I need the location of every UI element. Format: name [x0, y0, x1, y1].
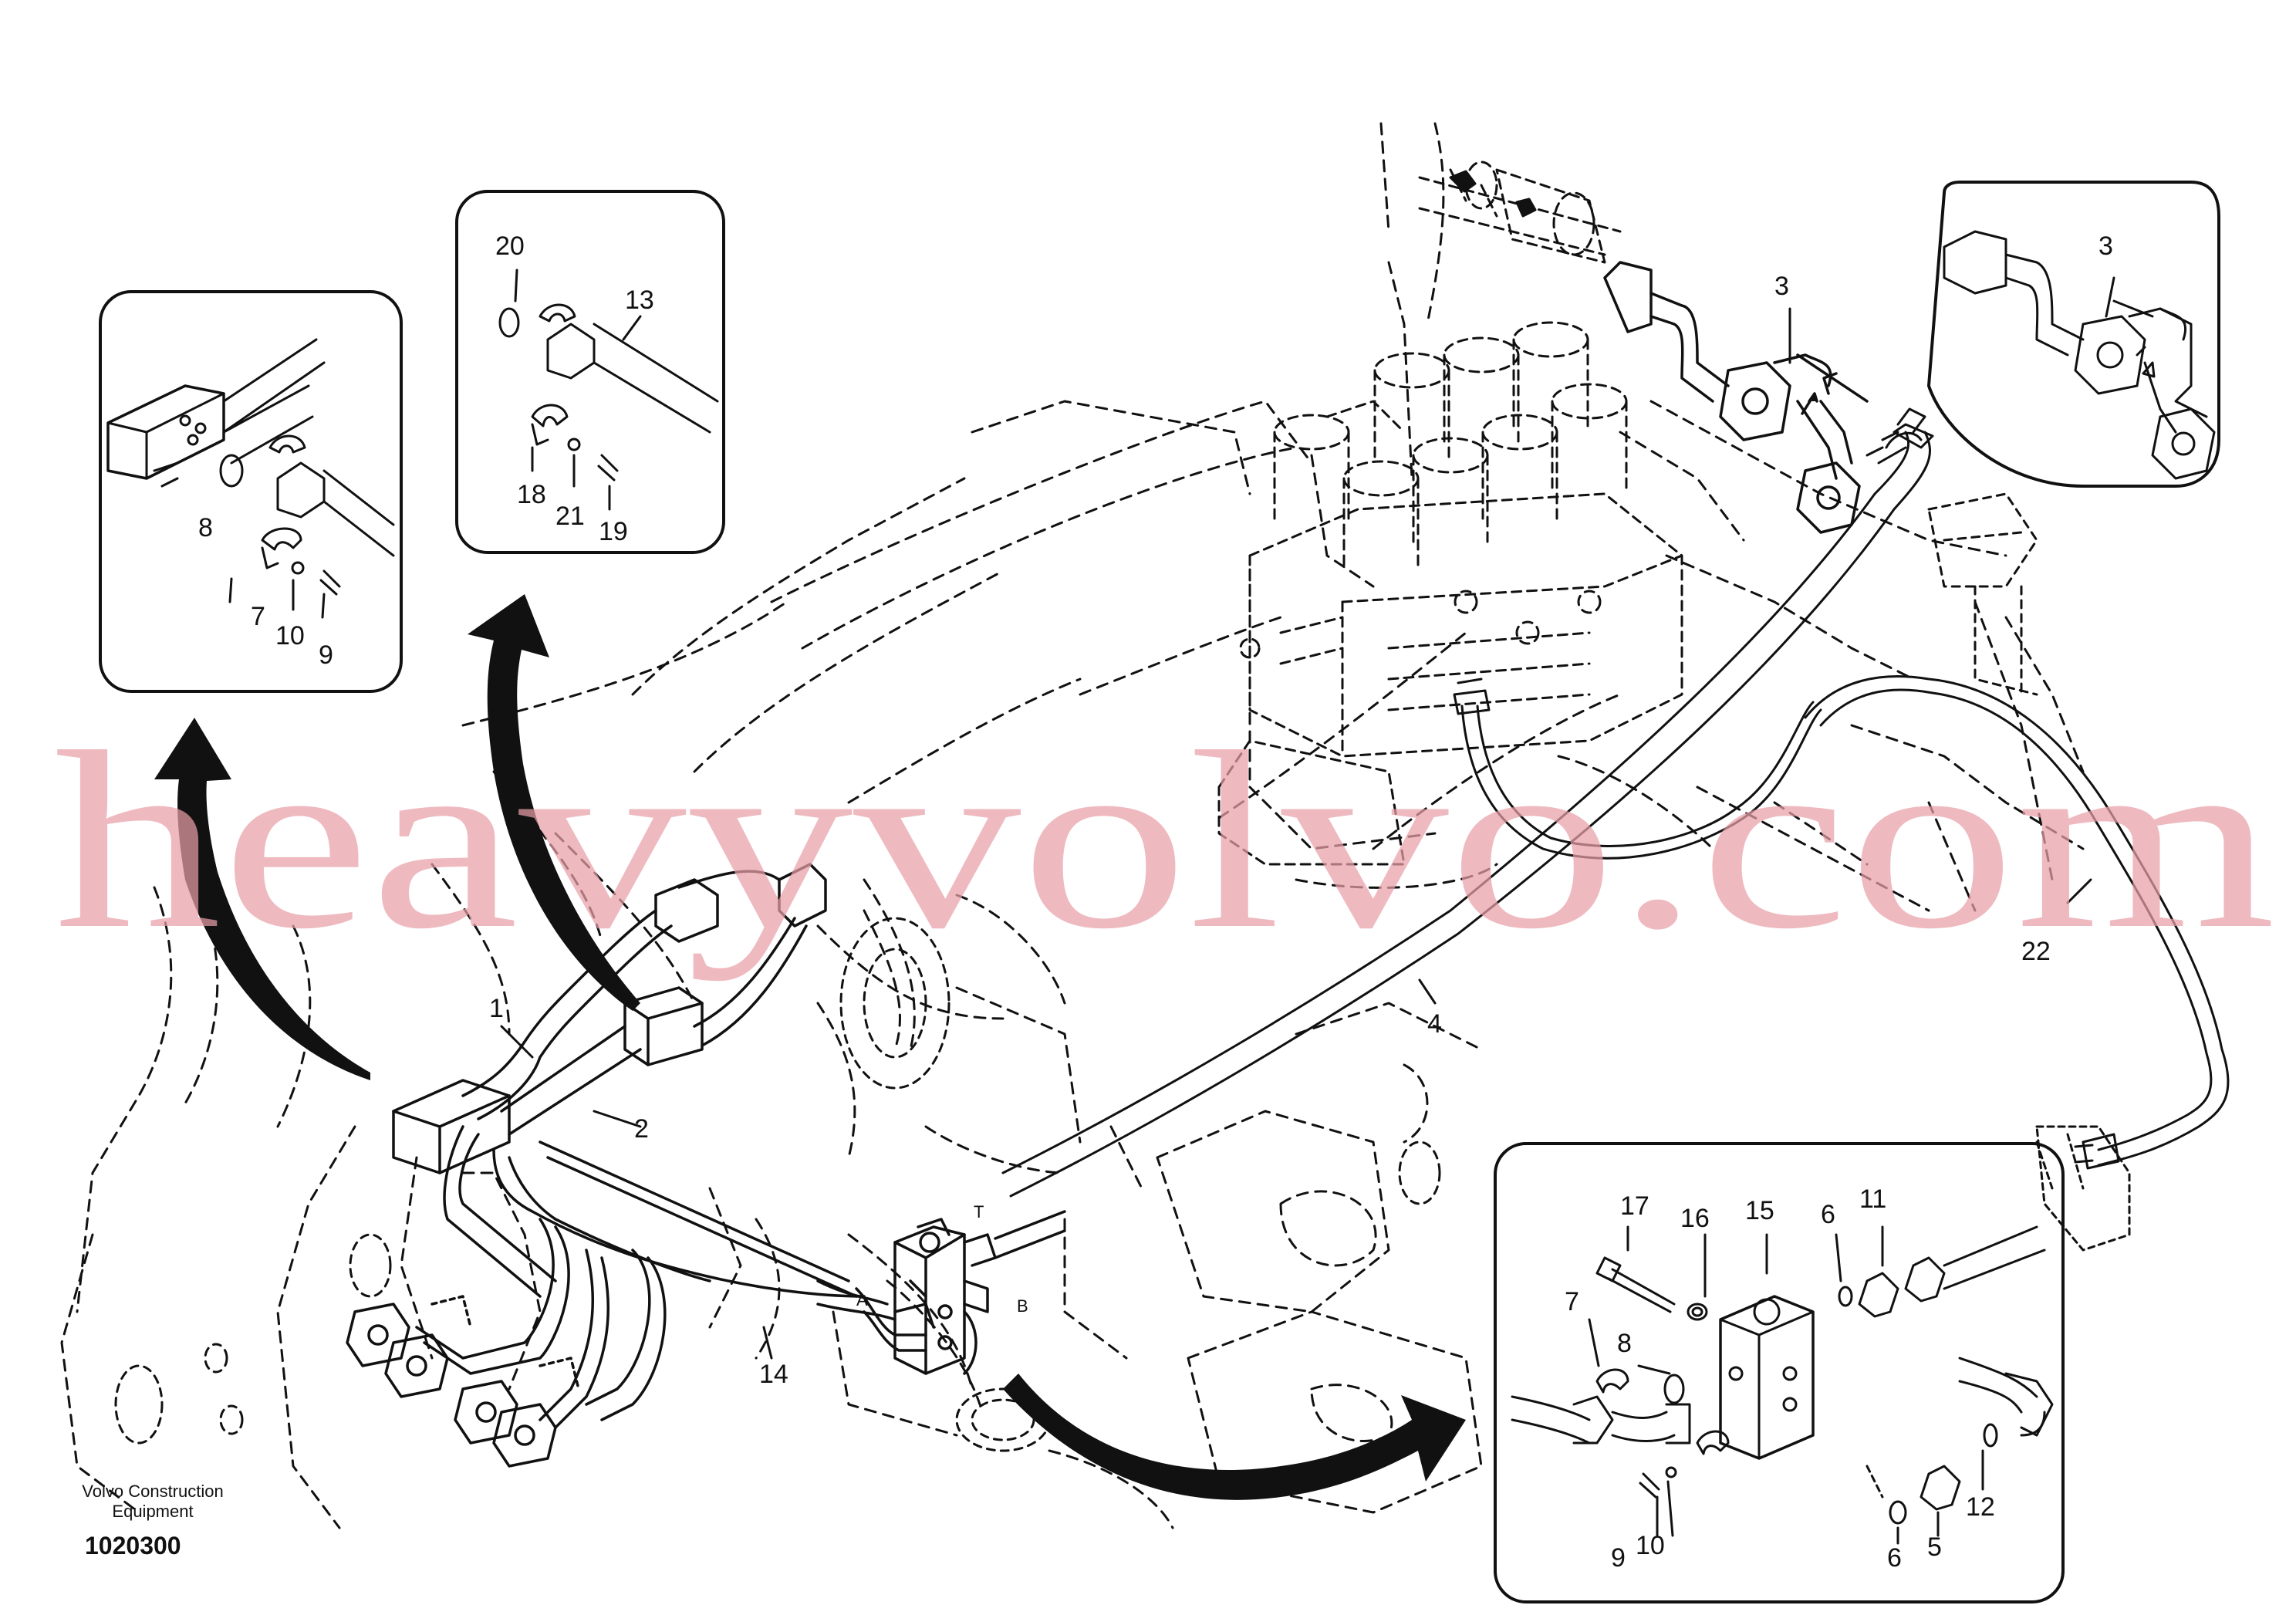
curved-arrows: [154, 594, 1466, 1500]
right-dashed-block: [1927, 492, 2038, 696]
machine-frame-outline: [60, 122, 2085, 1529]
upper-cylinder-solid: [1449, 170, 1537, 218]
callout-21: 21: [555, 502, 585, 531]
callout-7-b: 7: [1565, 1287, 1579, 1316]
callout-10: 10: [275, 621, 305, 650]
callout-11: 11: [1859, 1184, 1886, 1214]
callout-16: 16: [1680, 1204, 1710, 1233]
callout-10-b: 10: [1636, 1531, 1665, 1560]
arrow-to-inset-bottom-right: [1003, 1374, 1466, 1500]
callout-12: 12: [1966, 1492, 1995, 1522]
callout-19: 19: [599, 517, 628, 546]
control-valve-assembly: [1217, 321, 1683, 866]
callout-9: 9: [319, 640, 333, 670]
port-label-a: A: [856, 1290, 868, 1309]
callout-3: 3: [1774, 272, 1789, 301]
port-label-t: T: [974, 1202, 984, 1222]
inset-top-right: 3: [1927, 181, 2220, 488]
right-end-fitting-outline: [2035, 1125, 2131, 1252]
callout-15: 15: [1745, 1196, 1774, 1225]
inset-top-center: 20 13 18 21 19: [455, 190, 725, 554]
callout-8-b: 8: [1617, 1329, 1632, 1358]
drawing-number: 1020300: [85, 1532, 181, 1559]
inset-top-left: 8 7 10 9: [99, 290, 403, 693]
callout-6-a: 6: [1821, 1200, 1835, 1229]
inset-bottom-right: 17 16 15 6 11 7 8 9 10 6 5 12: [1494, 1142, 2065, 1603]
hose-22: [1804, 675, 2230, 1170]
company-line-2: Equipment: [112, 1502, 194, 1521]
callout-18: 18: [517, 480, 546, 509]
company-label: Volvo Construction Equipment: [76, 1482, 230, 1522]
callout-3-inset: 3: [2098, 231, 2113, 261]
callout-9-b: 9: [1611, 1543, 1626, 1573]
callout-7: 7: [251, 602, 265, 631]
hose-valve-loop: [1453, 678, 1822, 860]
company-line-1: Volvo Construction: [82, 1482, 224, 1501]
main-callouts: 1 2 3 4 14 22 A B T: [489, 272, 2092, 1389]
arrow-to-inset-left: [154, 718, 370, 1080]
valve-15-main: [893, 1210, 1066, 1375]
callout-20: 20: [495, 231, 525, 261]
callout-2: 2: [634, 1114, 649, 1144]
hose-4: [1001, 407, 1934, 1198]
callout-13: 13: [625, 286, 654, 315]
callout-17: 17: [1620, 1191, 1649, 1221]
callout-14: 14: [759, 1360, 788, 1389]
callout-8: 8: [198, 513, 213, 542]
callout-5: 5: [1927, 1532, 1942, 1562]
arrow-to-inset-center: [468, 594, 640, 1011]
watermark-text: heavyvolvo.com: [54, 700, 2276, 982]
callout-4: 4: [1427, 1009, 1442, 1039]
pipes-1-2-assembly: [346, 863, 935, 1468]
callout-6-b: 6: [1887, 1543, 1902, 1573]
port-label-b: B: [1017, 1296, 1028, 1316]
callout-1: 1: [489, 994, 504, 1023]
callout-22: 22: [2021, 937, 2051, 966]
pipe-3: [1603, 261, 1869, 534]
